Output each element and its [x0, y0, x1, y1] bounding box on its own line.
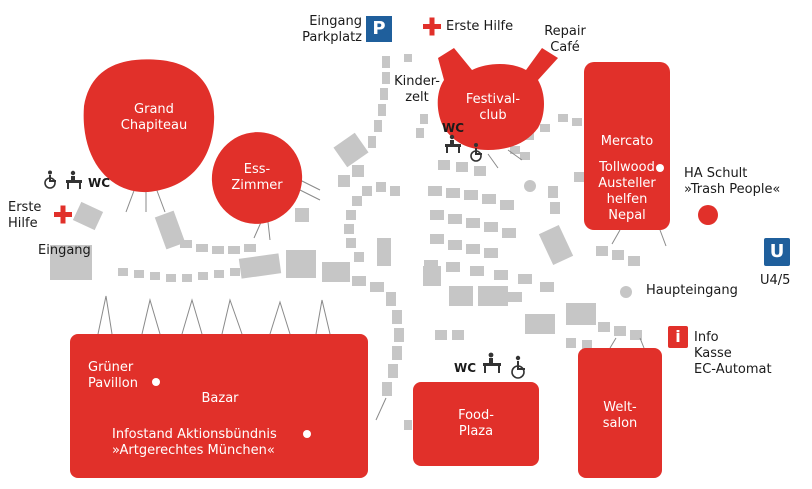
mercato-shape — [584, 62, 670, 230]
mercato-label[interactable]: Mercato — [600, 134, 654, 149]
weltsalon-shape — [578, 348, 662, 478]
kinderzelt-wc-icons — [445, 134, 482, 162]
ubahn-line-label: U4/5 — [760, 273, 791, 288]
baby-changing-icon — [445, 134, 461, 153]
festival-club-label[interactable]: Festival- club — [465, 92, 521, 123]
repair-cafe-label: Repair Café — [544, 24, 586, 55]
baby-changing-icon — [483, 352, 501, 373]
trash-people-dot — [698, 205, 718, 225]
pin-dots — [152, 164, 664, 438]
ha-schult-label: HA Schult »Trash People« — [684, 166, 781, 197]
bazar-label[interactable]: Bazar — [201, 391, 239, 406]
grand-chapiteau-shape — [83, 59, 215, 193]
ubahn-sign — [764, 238, 790, 266]
wc-label-kinderzelt: WC — [442, 121, 465, 135]
ess-zimmer-shape — [211, 132, 303, 224]
tent-ropes — [97, 149, 667, 421]
info-badge — [668, 326, 688, 348]
parking-symbol: P — [372, 18, 386, 39]
eingang-left-label: Eingang — [38, 243, 91, 258]
market-stalls — [50, 132, 596, 334]
wc-label-left: WC — [88, 176, 111, 190]
food-plaza-label[interactable]: Food- Plaza — [458, 408, 494, 439]
ess-zimmer-label[interactable]: Ess- Zimmer — [231, 162, 283, 193]
ubahn-symbol: U — [769, 241, 785, 262]
grand-chapiteau-label[interactable]: Grand Chapiteau — [120, 102, 188, 133]
weltsalon-label[interactable]: Welt- salon — [602, 400, 638, 431]
infostand-label[interactable]: Infostand Aktionsbündnis »Artgerechtes M… — [112, 427, 277, 458]
venues-shapes — [54, 17, 718, 478]
map-dots — [524, 180, 632, 298]
bazar-shape — [70, 334, 368, 478]
wheelchair-icon — [470, 143, 482, 162]
info-symbol: i — [675, 327, 681, 346]
erste-hilfe-top-label: Erste Hilfe — [446, 19, 514, 34]
info-label: Info Kasse EC-Automat — [694, 330, 772, 377]
erste-hilfe-left-label: Erste Hilfe — [8, 200, 42, 231]
eingang-parkplatz-label: Eingang Parkplatz — [302, 14, 362, 45]
festival-club-shape — [437, 48, 558, 150]
haupteingang-label: Haupteingang — [646, 283, 738, 298]
wheelchair-icon — [44, 170, 82, 189]
tollwood-label[interactable]: Tollwood Austeller helfen Nepal — [598, 160, 656, 223]
food-plaza-wc-icons — [483, 352, 525, 379]
gruener-pavillon-label[interactable]: Grüner Pavillon — [88, 360, 138, 391]
wheelchair-icon — [511, 355, 525, 379]
baby-changing-icon — [66, 170, 82, 189]
wc-label-food-plaza: WC — [454, 361, 477, 375]
parking-sign — [366, 16, 392, 42]
food-plaza-shape — [413, 382, 539, 466]
kinderzelt-label: Kinder- zelt — [394, 74, 440, 105]
path-segments — [118, 54, 642, 430]
transport-signs — [366, 16, 790, 266]
